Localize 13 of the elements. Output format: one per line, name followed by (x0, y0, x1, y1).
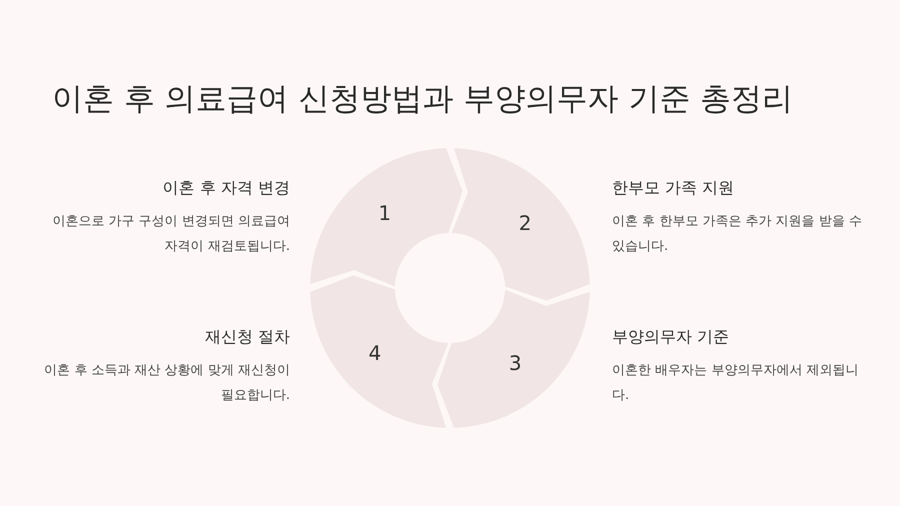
step-description: 이혼 후 한부모 가족은 추가 지원을 받을 수 있습니다. (612, 213, 862, 256)
step-number: 1 (378, 200, 392, 225)
step-heading: 부양의무자 기준 (612, 327, 730, 348)
step-number: 3 (508, 351, 522, 376)
step-number: 4 (368, 341, 382, 366)
title: 이혼 후 의료급여 신청방법과 부양의무자 기준 총정리 (52, 80, 794, 119)
step-heading: 이혼 후 자격 변경 (162, 178, 290, 199)
step-description: 이혼 후 소득과 재산 상황에 맞게 재신청이 필요합니다. (43, 362, 290, 405)
step-description: 이혼으로 가구 구성이 변경되면 의료급여 자격이 재검토됩니다. (51, 213, 290, 256)
step-number: 2 (518, 210, 532, 235)
step-description: 이혼한 배우자는 부양의무자에서 제외됩니다. (612, 362, 860, 405)
step-heading: 재신청 절차 (204, 327, 290, 348)
step-heading: 한부모 가족 지원 (612, 178, 736, 199)
